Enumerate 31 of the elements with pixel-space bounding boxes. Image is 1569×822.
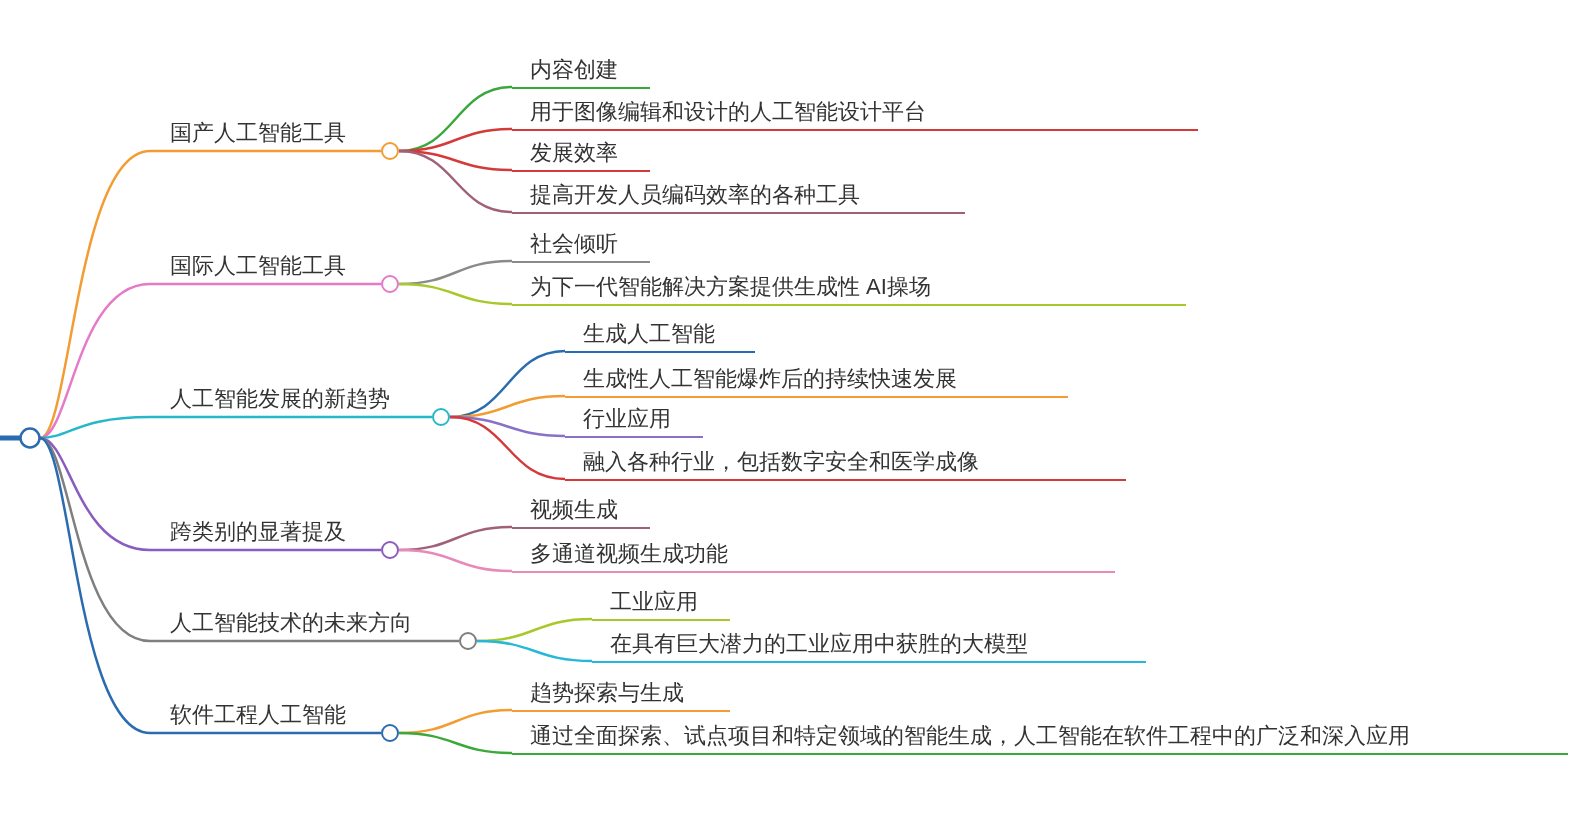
subtopic-text: 多通道视频生成功能 bbox=[512, 539, 1115, 574]
subtopic-text: 融入各种行业，包括数字安全和医学成像 bbox=[565, 447, 1126, 482]
topic-text: 软件工程人工智能 bbox=[170, 701, 346, 729]
topic-text: 人工智能发展的新趋势 bbox=[170, 385, 390, 413]
subtopic-text: 用于图像编辑和设计的人工智能设计平台 bbox=[512, 97, 1198, 132]
subtopic-text: 为下一代智能解决方案提供生成性 AI操场 bbox=[512, 272, 1186, 307]
topic-text: 国际人工智能工具 bbox=[170, 252, 346, 280]
connector bbox=[476, 639, 593, 663]
connector bbox=[39, 282, 151, 440]
subtopic-text: 内容创建 bbox=[512, 55, 650, 90]
subtopic-text: 生成性人工智能爆炸后的持续快速发展 bbox=[565, 364, 1068, 399]
subtopic-text: 生成人工智能 bbox=[565, 319, 755, 354]
connector bbox=[39, 437, 151, 735]
connector bbox=[398, 282, 513, 306]
subtopic-text: 在具有巨大潜力的工业应用中获胜的大模型 bbox=[592, 629, 1146, 664]
subtopic-text: 视频生成 bbox=[512, 495, 650, 530]
connector bbox=[398, 149, 513, 214]
topic-text: 国产人工智能工具 bbox=[170, 119, 346, 147]
topic-text: 跨类别的显著提及 bbox=[170, 518, 346, 546]
subtopic-text: 趋势探索与生成 bbox=[512, 678, 730, 713]
subtopic-text: 通过全面探索、试点项目和特定领域的智能生成，人工智能在软件工程中的广泛和深入应用 bbox=[512, 721, 1568, 756]
connector bbox=[398, 731, 513, 755]
subtopic-text: 发展效率 bbox=[512, 138, 650, 173]
subtopic-text: 行业应用 bbox=[565, 404, 703, 439]
subtopic-text: 社会倾听 bbox=[512, 229, 650, 264]
subtopic-text: 提高开发人员编码效率的各种工具 bbox=[512, 180, 965, 215]
subtopic-text: 工业应用 bbox=[592, 587, 730, 622]
topic-text: 人工智能技术的未来方向 bbox=[170, 609, 412, 637]
connector bbox=[449, 415, 566, 481]
connector bbox=[398, 548, 513, 573]
root-node bbox=[0, 426, 42, 450]
